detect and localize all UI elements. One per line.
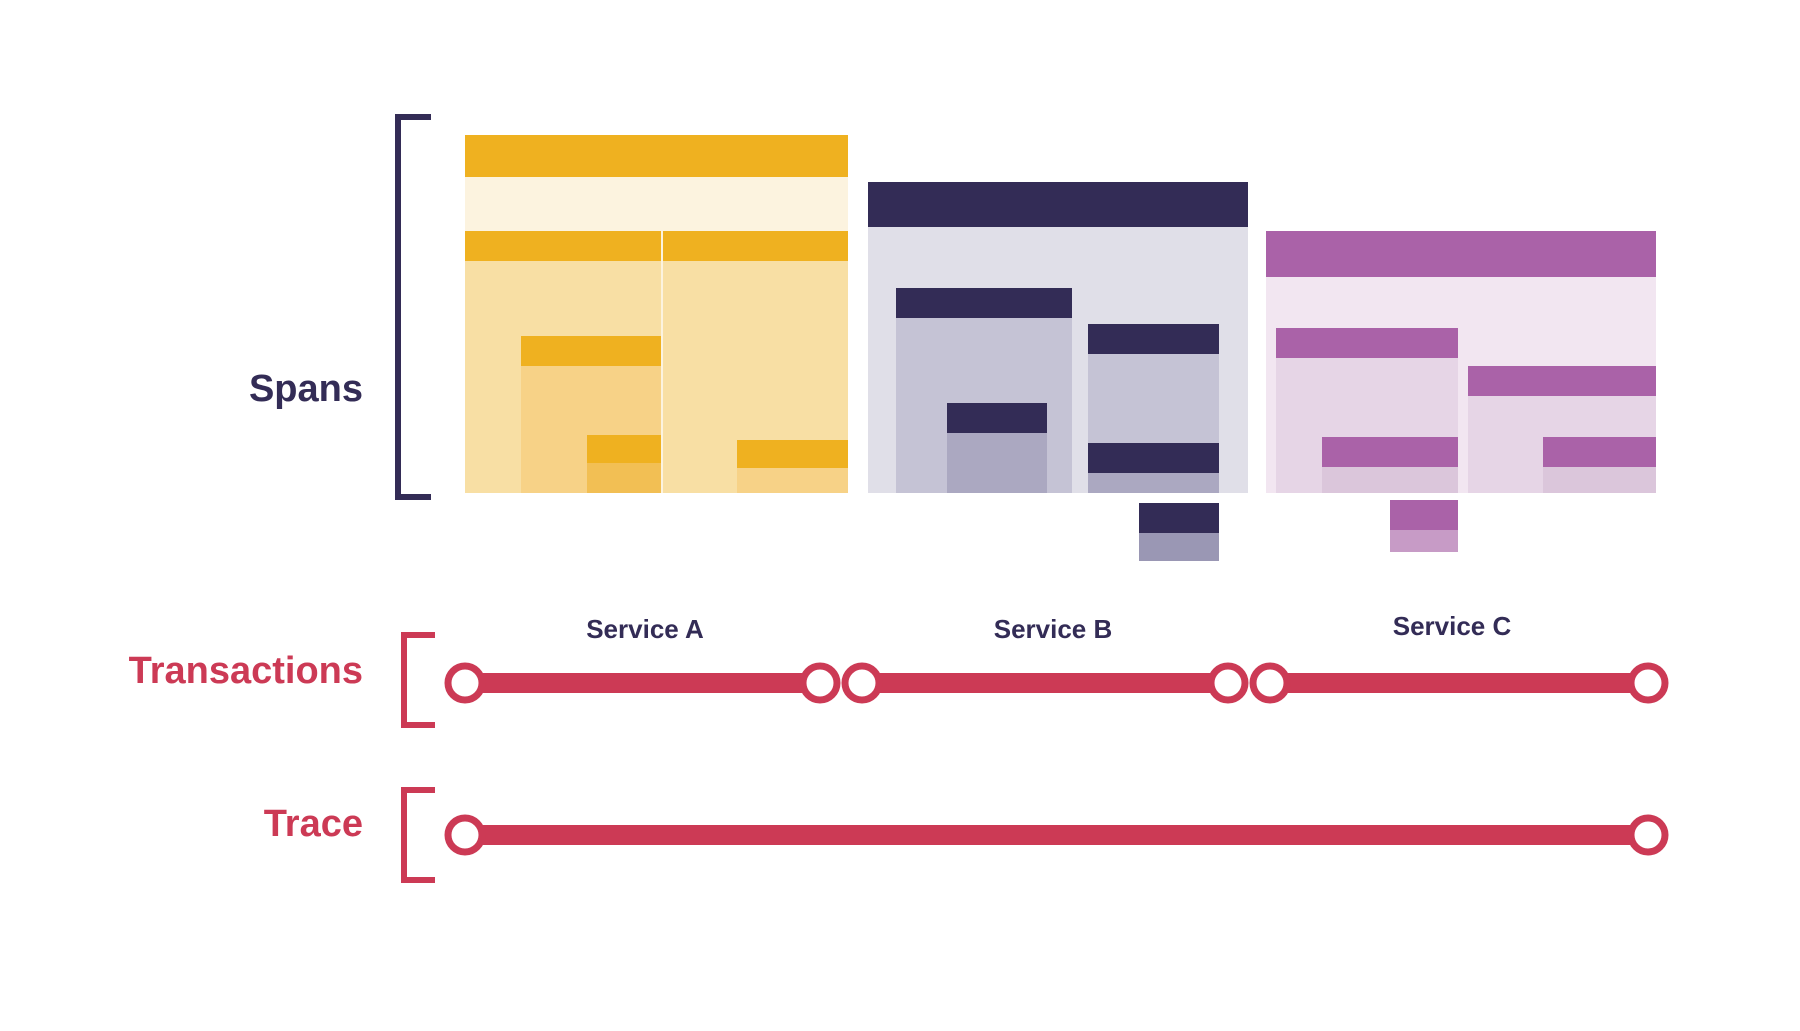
spans-label: Spans — [248, 368, 363, 410]
service-label-service-a: Service A — [586, 614, 704, 644]
span-b-2-1-1-bar — [1139, 503, 1219, 533]
span-b-root-bar — [868, 182, 1248, 227]
span-b-1-1[interactable] — [947, 403, 1047, 493]
transactions-layer — [444, 662, 1669, 704]
span-a-2-1-bar — [737, 440, 848, 468]
span-c-1-bar — [1276, 328, 1458, 358]
span-a-2-bar — [663, 231, 848, 261]
transaction-service-b[interactable] — [841, 662, 1249, 704]
trace-layer — [444, 814, 1669, 856]
transaction-service-c[interactable] — [1249, 662, 1669, 704]
transactions-label: Transactions — [128, 650, 363, 692]
transaction-service-a-start-node[interactable] — [444, 662, 486, 704]
span-b-2-bar — [1088, 324, 1219, 354]
transaction-service-a-end-node[interactable] — [799, 662, 841, 704]
span-b-1-1-bar — [947, 403, 1047, 433]
span-a-1-1-1-bar — [587, 435, 661, 463]
span-c-2-bar — [1468, 366, 1656, 396]
span-c-1-1[interactable] — [1322, 437, 1458, 493]
trace-full-start-node[interactable] — [444, 814, 486, 856]
transaction-service-b-end-node[interactable] — [1207, 662, 1249, 704]
transaction-service-c-start-node[interactable] — [1249, 662, 1291, 704]
span-a-1-1-1[interactable] — [587, 435, 661, 493]
span-a-2-1[interactable] — [737, 440, 848, 493]
bracket-layer — [395, 114, 435, 883]
span-a-1-bar — [465, 231, 661, 261]
span-c-1-1-1[interactable] — [1390, 500, 1458, 552]
span-b-1-bar — [896, 288, 1072, 318]
trace-label: Trace — [263, 803, 363, 845]
spans-bracket — [395, 114, 431, 500]
span-a-1-1-bar — [521, 336, 661, 366]
transaction-service-c-end-node[interactable] — [1627, 662, 1669, 704]
span-c-root-bar — [1266, 231, 1656, 277]
span-b-2-1-bar — [1088, 443, 1219, 473]
service-group-service-b — [868, 182, 1248, 561]
span-b-2-1[interactable] — [1088, 443, 1219, 493]
spans-layer — [465, 135, 1656, 561]
trace-bracket — [401, 787, 435, 883]
span-b-2-1-1[interactable] — [1139, 503, 1219, 561]
span-c-2-1[interactable] — [1543, 437, 1656, 493]
trace-full-end-node[interactable] — [1627, 814, 1669, 856]
service-group-service-c — [1266, 231, 1656, 552]
transactions-bracket — [401, 632, 435, 728]
span-c-2-1-bar — [1543, 437, 1656, 467]
span-a-root-bar — [465, 135, 848, 177]
transaction-service-a[interactable] — [444, 662, 841, 704]
span-c-1-1-1-bar — [1390, 500, 1458, 530]
service-group-service-a — [465, 135, 848, 493]
span-c-1-1-bar — [1322, 437, 1458, 467]
trace-full[interactable] — [444, 814, 1669, 856]
service-label-service-c: Service C — [1392, 611, 1512, 641]
transaction-service-b-start-node[interactable] — [841, 662, 883, 704]
service-label-service-b: Service B — [993, 614, 1113, 644]
